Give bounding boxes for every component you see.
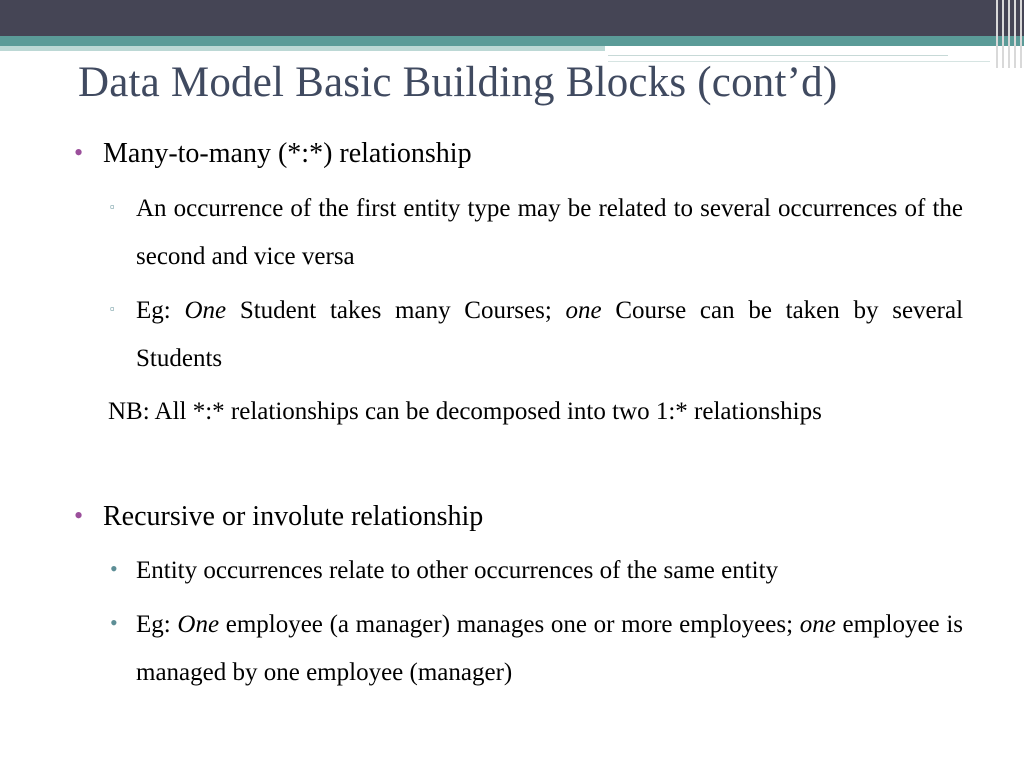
header-right-stripes <box>994 0 1024 68</box>
nb-note: NB: All *:* relationships can be decompo… <box>108 398 822 425</box>
sub-bullet-entity-occurrences: Entity occurrences relate to other occur… <box>136 557 779 584</box>
header-light-band <box>0 46 605 51</box>
bullet-many-to-many: Many-to-many (*:*) relationship <box>103 138 472 169</box>
slide-title: Data Model Basic Building Blocks (cont’d… <box>78 59 838 106</box>
bullet-dot-icon: • <box>110 610 118 635</box>
bullet-dot-icon: • <box>110 556 118 581</box>
header-thin-line-2 <box>608 61 990 62</box>
header-teal-band <box>0 36 1024 46</box>
sub-bullet-employee-example: Eg: One employee (a manager) manages one… <box>136 611 963 686</box>
bullet-dot-icon: • <box>74 138 84 167</box>
header-dark-band <box>0 0 1024 36</box>
square-bullet-icon: ▫ <box>110 301 115 316</box>
bullet-dot-icon: • <box>74 501 84 530</box>
header-white-step <box>605 46 995 52</box>
sub-bullet-student-example: Eg: One Student takes many Courses; one … <box>136 297 964 372</box>
bullet-recursive: Recursive or involute relationship <box>103 501 484 532</box>
header-thin-line <box>608 55 948 56</box>
sub-bullet-occurrence: An occurrence of the first entity type m… <box>136 195 963 270</box>
square-bullet-icon: ▫ <box>110 199 115 214</box>
